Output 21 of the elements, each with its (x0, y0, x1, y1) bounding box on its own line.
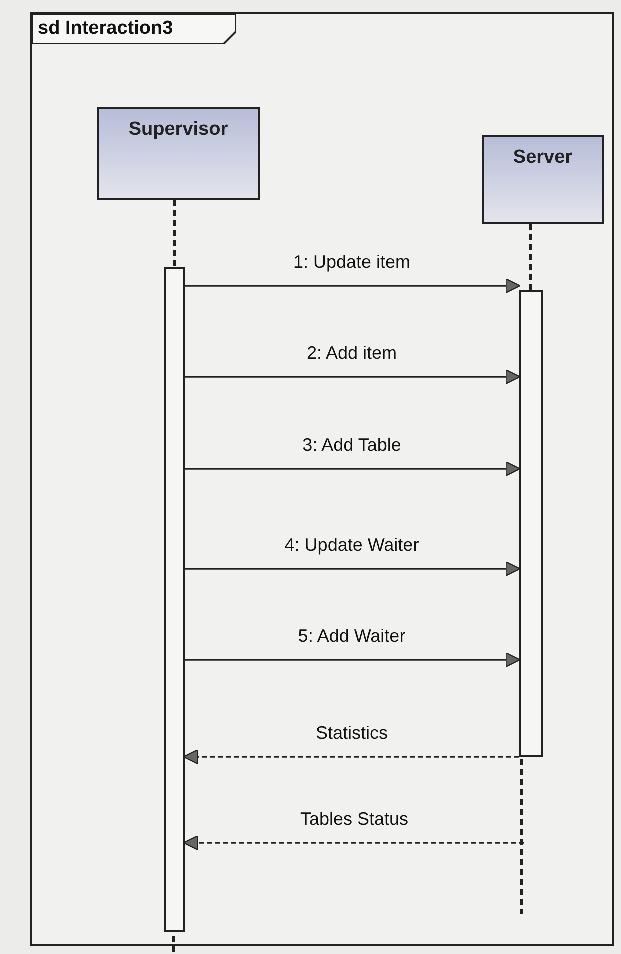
lifeline-head: Server (482, 135, 604, 224)
message-arrow (183, 835, 524, 851)
message-arrow (185, 369, 521, 385)
message-arrow (183, 749, 519, 765)
lifeline-head: Supervisor (97, 107, 260, 200)
message-label: 1: Update item (292, 252, 412, 273)
lifeline (530, 224, 532, 290)
message-arrow (185, 561, 521, 577)
message-arrow (185, 652, 521, 668)
message-arrow (185, 461, 521, 477)
message-label: 4: Update Waiter (284, 535, 420, 556)
message-arrow (185, 278, 521, 294)
activation-bar (164, 267, 185, 932)
message-label: Tables Status (299, 809, 410, 830)
message-label: 2: Add item (306, 343, 398, 364)
message-label: 3: Add Table (302, 435, 402, 456)
activation-bar (519, 290, 543, 757)
frame-title: sd Interaction3 (32, 14, 236, 44)
message-label: 5: Add Waiter (297, 626, 407, 647)
message-label: Statistics (314, 723, 390, 744)
lifeline (173, 200, 176, 267)
